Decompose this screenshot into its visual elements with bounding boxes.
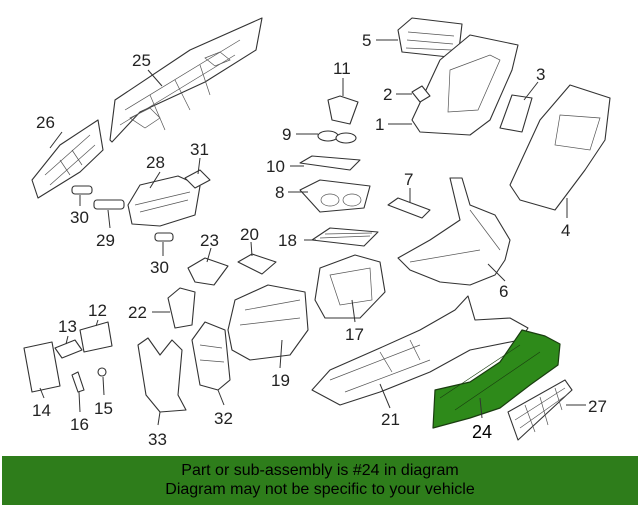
callout-30-lower: 30 <box>150 258 169 277</box>
callout-20: 20 <box>240 225 259 244</box>
info-banner: Part or sub-assembly is #24 in diagram D… <box>2 456 638 505</box>
callout-28: 28 <box>146 153 165 172</box>
callout-3: 3 <box>536 65 545 84</box>
part-5 <box>397 17 463 59</box>
callout-11: 11 <box>333 59 351 78</box>
part-17 <box>314 254 386 319</box>
callout-16: 16 <box>70 415 89 434</box>
part-24-highlighted <box>432 329 561 429</box>
callout-29: 29 <box>96 231 115 250</box>
callout-17: 17 <box>345 325 364 344</box>
part-30-upper <box>71 185 93 195</box>
callout-13: 13 <box>58 317 77 336</box>
part-6 <box>397 177 511 286</box>
callout-6: 6 <box>499 282 508 301</box>
part-33 <box>137 337 187 413</box>
part-28 <box>127 175 201 227</box>
callout-5: 5 <box>362 31 371 50</box>
part-31 <box>184 169 211 189</box>
banner-line-1: Part or sub-assembly is #24 in diagram <box>181 462 459 479</box>
part-9 <box>317 130 357 144</box>
part-30-lower <box>154 232 174 242</box>
part-20 <box>237 253 277 275</box>
part-26 <box>31 119 104 199</box>
part-4 <box>509 84 611 211</box>
part-16 <box>71 371 85 393</box>
callout-27: 27 <box>588 397 607 416</box>
part-8 <box>299 179 371 213</box>
callout-4: 4 <box>561 221 570 240</box>
part-27 <box>507 379 573 441</box>
part-10 <box>299 155 361 171</box>
part-21 <box>311 295 529 406</box>
part-15 <box>97 367 107 377</box>
callout-14: 14 <box>32 401 51 420</box>
callout-25: 25 <box>132 51 151 70</box>
part-14 <box>23 341 61 393</box>
callout-19: 19 <box>271 371 290 390</box>
part-25 <box>109 17 263 143</box>
parts-diagram: 5 1 2 3 4 6 7 8 9 10 11 28 31 26 25 30 2… <box>23 17 611 449</box>
part-3 <box>499 94 533 133</box>
part-7 <box>387 197 431 219</box>
callout-8: 8 <box>275 183 284 202</box>
callout-15: 15 <box>94 399 113 418</box>
part-1 <box>411 34 519 136</box>
callout-22: 22 <box>128 303 147 322</box>
callout-18: 18 <box>278 231 297 250</box>
part-23 <box>187 257 229 286</box>
callout-31: 31 <box>190 140 209 159</box>
callout-32: 32 <box>214 409 233 428</box>
banner-line-2: Diagram may not be specific to your vehi… <box>165 481 475 498</box>
part-12 <box>79 321 113 353</box>
part-11 <box>327 95 359 125</box>
leader-lines <box>39 39 586 426</box>
callout-26: 26 <box>36 113 55 132</box>
part-29 <box>93 199 125 210</box>
callout-33: 33 <box>148 430 167 449</box>
part-32 <box>191 321 231 391</box>
part-13 <box>54 339 83 359</box>
callout-2: 2 <box>383 85 392 104</box>
callout-7: 7 <box>404 170 413 189</box>
part-19 <box>227 284 309 361</box>
callout-labels: 5 1 2 3 4 6 7 8 9 10 11 28 31 26 25 30 2… <box>32 31 607 449</box>
callout-21: 21 <box>381 410 400 429</box>
callout-9: 9 <box>282 125 291 144</box>
part-22 <box>167 287 196 329</box>
part-18 <box>311 227 379 247</box>
part-2 <box>411 85 431 103</box>
callout-10: 10 <box>266 157 285 176</box>
callout-24: 24 <box>472 422 492 442</box>
callout-23: 23 <box>200 231 219 250</box>
callout-12: 12 <box>88 301 107 320</box>
callout-30-upper: 30 <box>70 208 89 227</box>
callout-1: 1 <box>375 115 384 134</box>
